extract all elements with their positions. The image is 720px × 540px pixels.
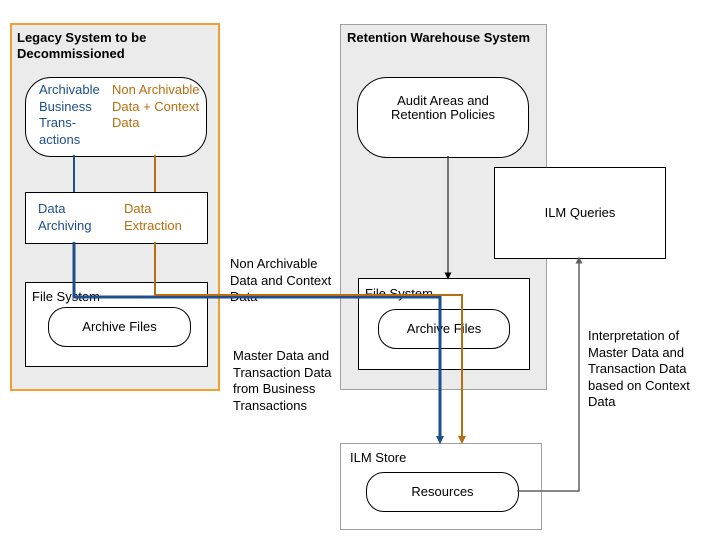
interpretation-annotation: Interpretation of Master Data and Transa… <box>588 328 690 409</box>
legacy-file-system-label: File System <box>32 289 100 304</box>
data-archiving-label: Data Archiving <box>38 201 92 233</box>
audit-areas-label: Audit Areas and Retention Policies <box>390 93 496 122</box>
retention-archive-files: Archive Files <box>378 309 510 349</box>
retention-warehouse-title: Retention Warehouse System <box>347 30 531 45</box>
archive-flow-line <box>72 242 444 444</box>
archiving-extraction-box <box>25 192 208 244</box>
ilm-store-title: ILM Store <box>350 450 407 465</box>
extraction-flow-line <box>154 242 466 444</box>
non-archivable-context-annotation: Non Archivable Data and Context Data <box>230 256 332 304</box>
audit-areas-box: Audit Areas and Retention Policies <box>357 77 529 158</box>
master-transaction-annotation: Master Data and Transaction Data from Bu… <box>233 348 332 413</box>
legacy-system-title: Legacy System to be Decommissioned <box>17 30 147 61</box>
legacy-archive-files: Archive Files <box>48 307 191 347</box>
ilm-queries-box: ILM Queries <box>494 167 666 259</box>
archivable-transactions-label: Archivable Business Trans-actions <box>39 82 100 147</box>
non-archivable-data-label: Non Archivable Data + Context Data <box>112 82 200 130</box>
resources-box: Resources <box>366 472 519 512</box>
data-extraction-label: Data Extraction <box>124 201 182 233</box>
resources-to-queries-line <box>517 256 583 492</box>
transactions-box <box>25 77 207 157</box>
